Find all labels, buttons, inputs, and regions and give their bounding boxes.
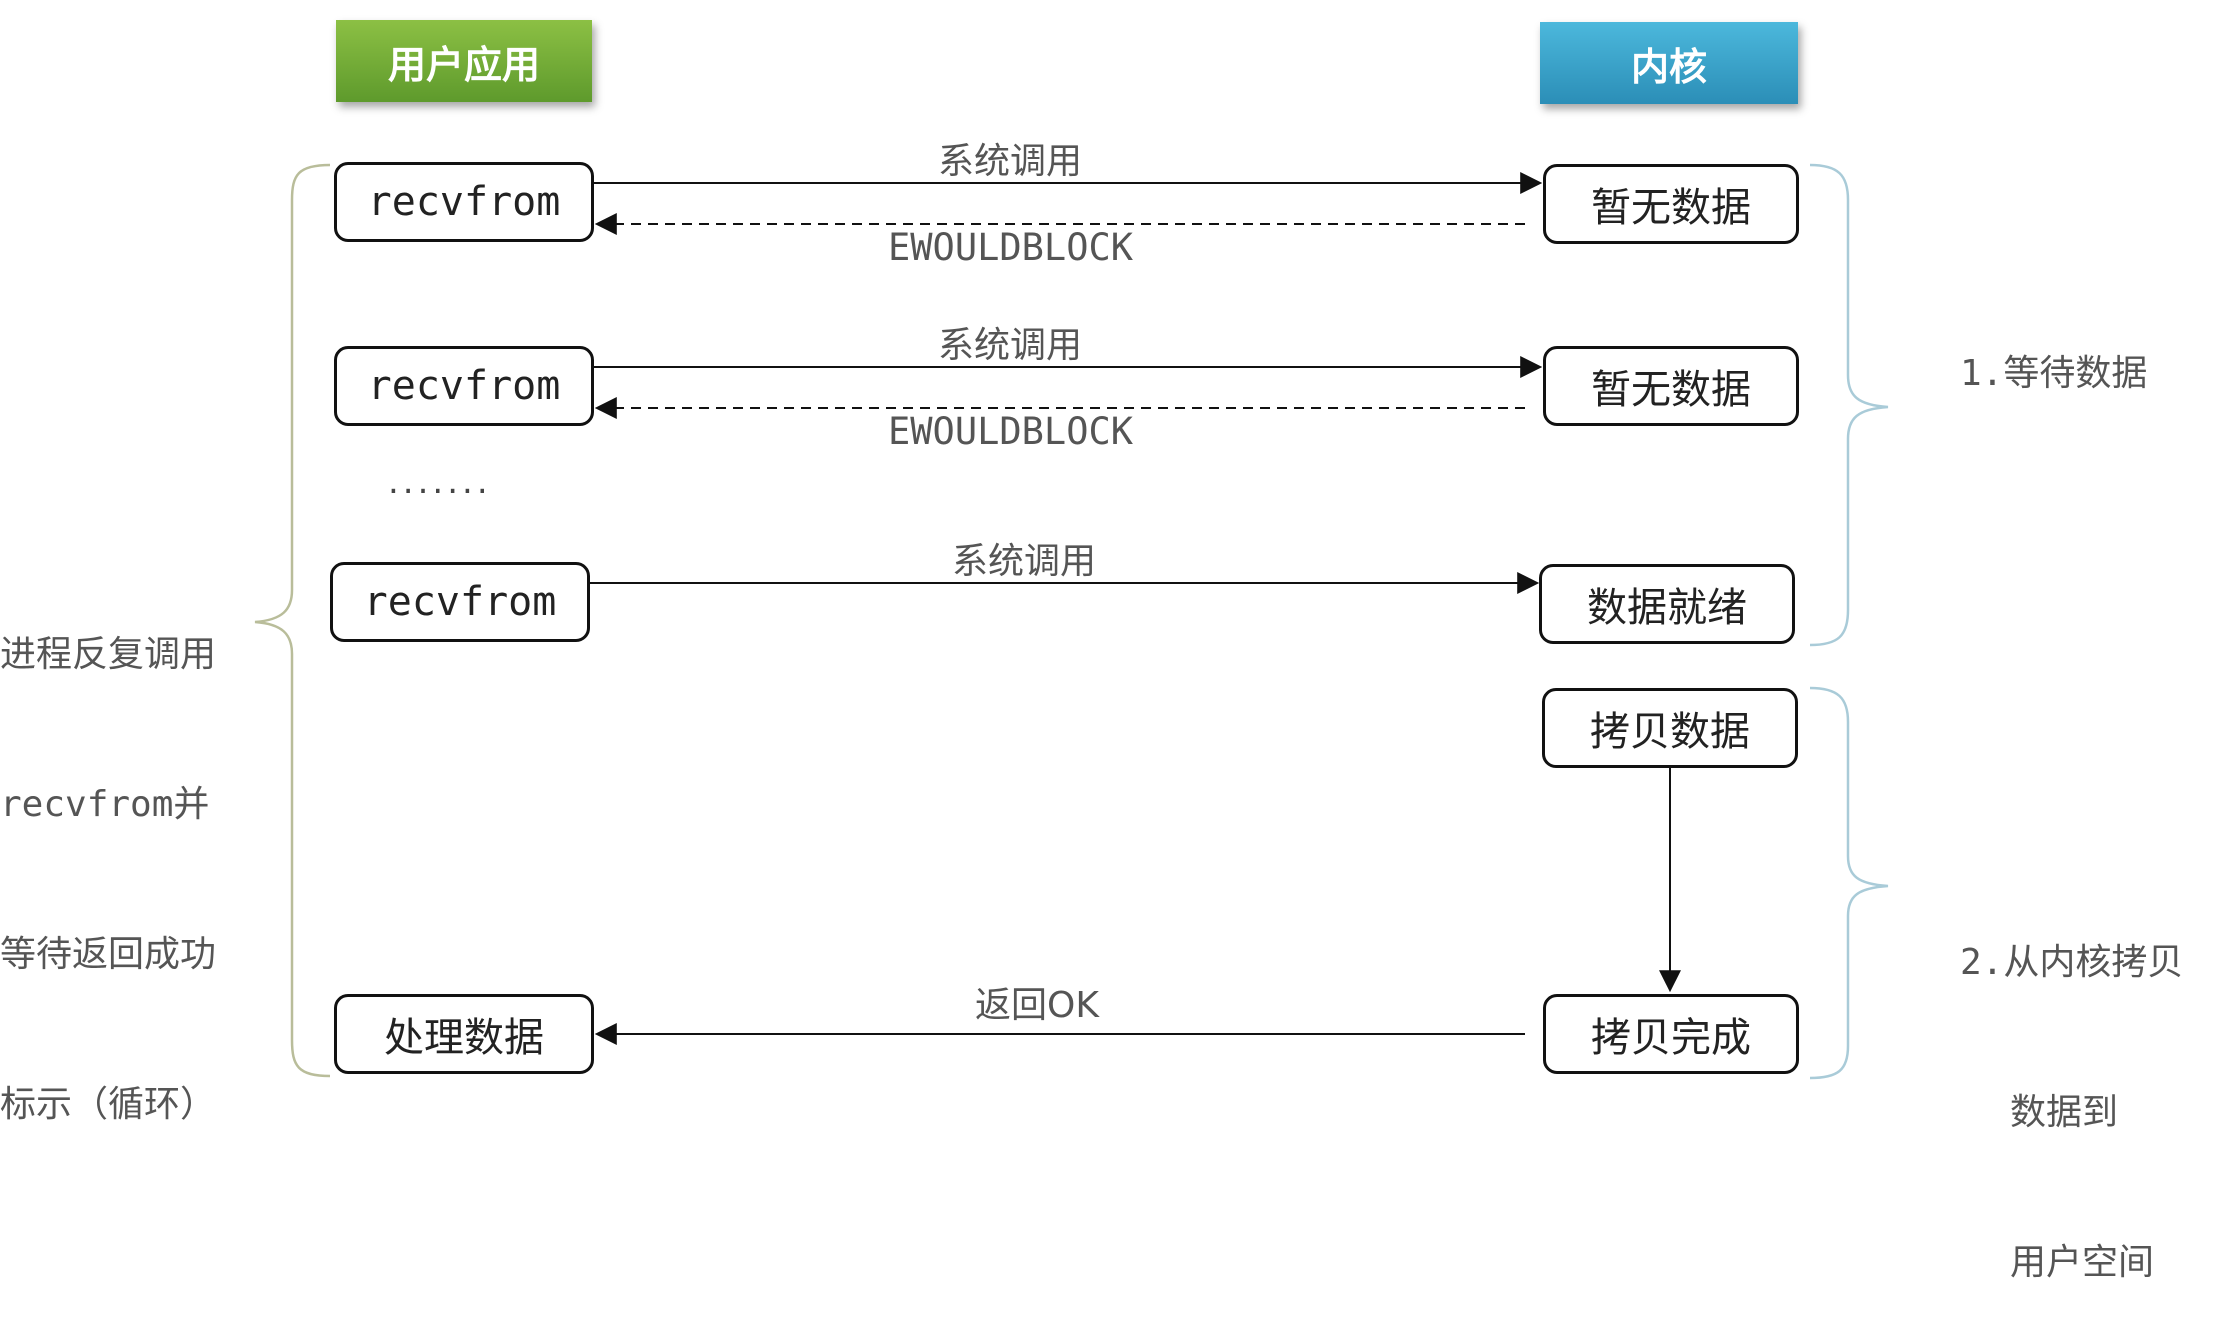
left-brace <box>254 163 331 1078</box>
phase2-label: 2.从内核拷贝 数据到 用户空间 <box>1960 838 2183 1338</box>
recvfrom-box-3: recvfrom <box>330 562 590 642</box>
syscall-label-3: 系统调用 <box>952 541 1097 582</box>
right-brace-phase1 <box>1809 163 1889 647</box>
data-ready-box: 数据就绪 <box>1539 564 1795 644</box>
syscall-label-1: 系统调用 <box>938 141 1083 182</box>
syscall-label-2: 系统调用 <box>938 325 1083 366</box>
kernel-header: 内核 <box>1540 22 1798 104</box>
copy-data-box: 拷贝数据 <box>1542 688 1798 768</box>
left-note-line-4: 标示（循环） <box>0 1084 217 1125</box>
ewouldblock-label-1: EWOULDBLOCK <box>888 226 1134 269</box>
left-note-line-1: 进程反复调用 <box>0 634 217 675</box>
left-note-line-3: 等待返回成功 <box>0 934 217 975</box>
user-app-header: 用户应用 <box>336 20 592 102</box>
left-note: 进程反复调用 recvfrom并 等待返回成功 标示（循环） <box>0 530 216 1180</box>
phase2-line-1: 2.从内核拷贝 <box>1960 942 2184 983</box>
right-brace-phase2 <box>1809 686 1889 1080</box>
phase2-line-2: 数据到 <box>2010 1092 2119 1133</box>
phase1-label: 1.等待数据 <box>1960 344 2147 396</box>
ellipsis: ....... <box>388 462 492 502</box>
connector-layer <box>254 163 1889 1080</box>
ewouldblock-label-2: EWOULDBLOCK <box>888 410 1134 453</box>
return-ok-label: 返回OK <box>975 985 1099 1026</box>
copy-done-box: 拷贝完成 <box>1543 994 1799 1074</box>
phase1-text: 1.等待数据 <box>1960 353 2148 394</box>
recvfrom-box-1: recvfrom <box>334 162 594 242</box>
left-note-line-2: recvfrom并 <box>0 784 210 825</box>
no-data-box-2: 暂无数据 <box>1543 346 1799 426</box>
phase2-line-3: 用户空间 <box>2010 1242 2155 1283</box>
recvfrom-box-2: recvfrom <box>334 346 594 426</box>
process-data-box: 处理数据 <box>334 994 594 1074</box>
no-data-box-1: 暂无数据 <box>1543 164 1799 244</box>
